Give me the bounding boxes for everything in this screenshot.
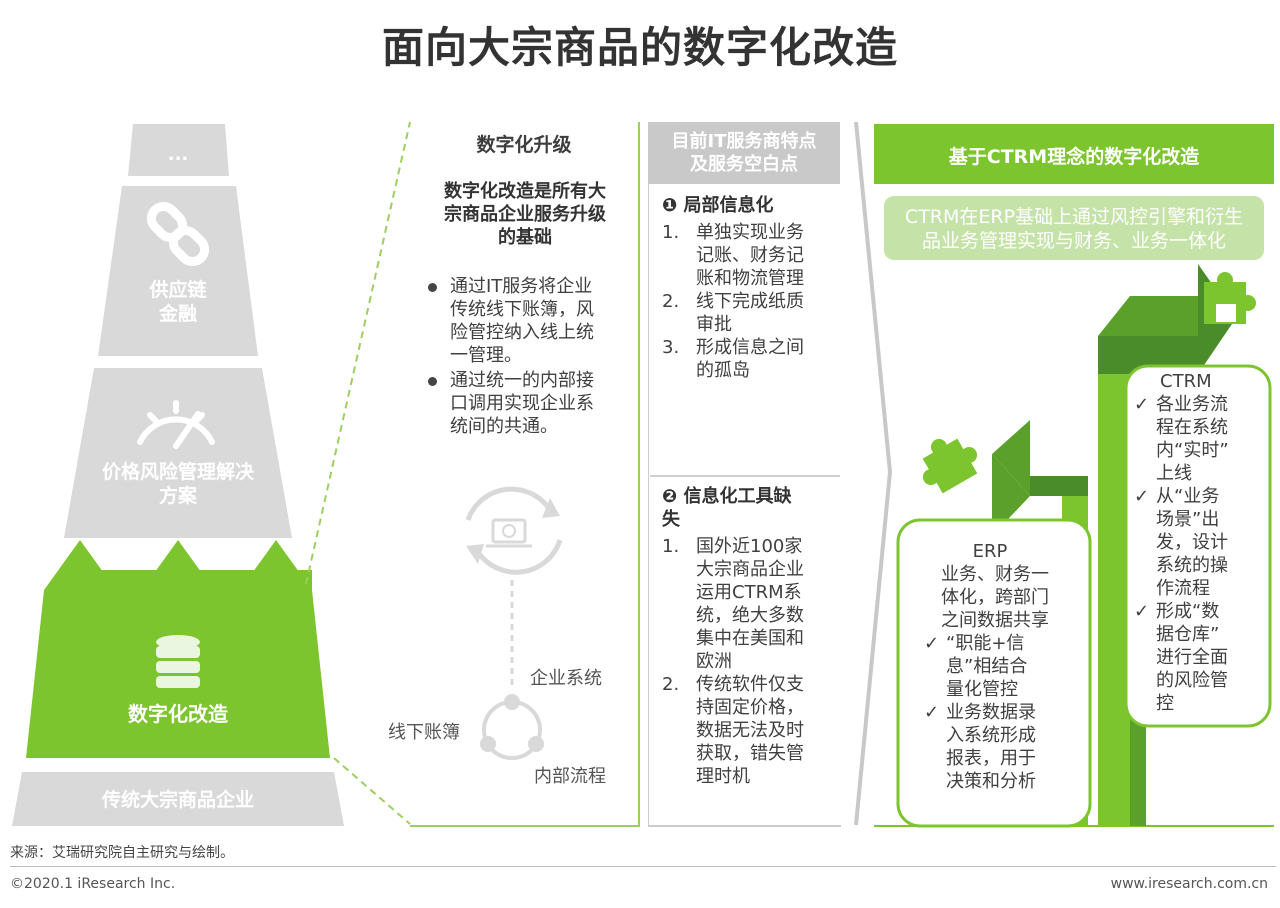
pyramid-digital-label: 数字化改造 <box>128 702 229 726</box>
erp-box <box>896 518 1092 828</box>
chevron-separator <box>854 122 893 826</box>
pyramid-price-label-2: 方案 <box>159 484 198 507</box>
cycle-diagram: 企业系统 线下账簿 内部流程 <box>388 486 606 787</box>
ctrm-graphic <box>896 264 1272 828</box>
cycle-label-internal: 内部流程 <box>534 766 606 787</box>
cycle-nodes-icon <box>480 694 544 760</box>
ctrm-banner: CTRM在ERP基础上通过风控引擎和衍生 品业务管理实现与财务、业务一体化 <box>904 206 1244 252</box>
it-section-2-title: ❷ 信息化工具缺 失 <box>662 486 792 530</box>
upgrade-header: 数字化升级 <box>476 134 572 156</box>
it-sec1-item-1: 1. 单独实现业务 记账、财务记 账和物流管理 <box>662 222 804 289</box>
upgrade-bullet-2: 通过统一的内部接 口调用实现企业系 统间的共通。 <box>424 369 634 438</box>
pyramid-base-block <box>12 772 344 826</box>
ctrm-check-2: ✓ 从“业务 场景”出 发，设计 系统的操 作流程 <box>1134 486 1228 599</box>
gauge-icon <box>137 400 215 449</box>
it-section-1: ❶ 局部信息化 1. 单独实现业务 记账、财务记 账和物流管理 2. 线下完成纸… <box>662 194 838 382</box>
footer-divider <box>10 866 1276 867</box>
pyramid-supply-label-1: 供应链 <box>148 278 206 301</box>
database-icon <box>156 635 200 688</box>
pyramid-top-label: ... <box>168 144 189 165</box>
pyramid-diagram: ... 供应链 金融 价格风险管理解决 方案 数字化改造 传统大宗商品企业 <box>12 121 411 826</box>
copyright: ©2020.1 iResearch Inc. <box>10 876 176 892</box>
cycle-label-offline: 线下账簿 <box>388 722 460 743</box>
it-sec2-item-1: 1. 国外近100家 大宗商品企业 运用CTRM系 统，绝大多数 集中在美国和 … <box>662 536 804 672</box>
pyramid-supply-chain-block <box>98 186 258 356</box>
ctrm-header: 基于CTRM理念的数字化改造 <box>948 146 1200 168</box>
it-sec1-item-2: 2. 线下完成纸质 审批 <box>662 291 804 335</box>
erp-check-1: ✓ “职能+信 息”相结合 量化管控 <box>924 633 1028 700</box>
it-service-panel <box>648 122 841 827</box>
upgrade-panel <box>410 122 640 827</box>
it-sec2-item-2: 2. 传统软件仅支 持固定价格， 数据无法及时 获取，错失管 理时机 <box>662 674 804 787</box>
ctrm-text: CTRM ✓ 各业务流 程在系统 内“实时” 上线 ✓ 从“业务 场景”出 发，… <box>1134 370 1268 715</box>
erp-check-2: ✓ 业务数据录 入系统形成 报表，用于 决策和分析 <box>924 702 1036 792</box>
puzzle-piece-icon-right <box>1204 272 1256 324</box>
page-title: 面向大宗商品的数字化改造 <box>381 23 898 72</box>
refresh-laptop-icon <box>465 486 563 575</box>
erp-desc: 业务、财务一 体化，跨部门 之间数据共享 <box>941 564 1049 631</box>
pyramid-supply-label-2: 金融 <box>158 302 197 325</box>
cycle-label-enterprise: 企业系统 <box>530 668 602 689</box>
ctrm-header-bg <box>874 124 1274 184</box>
source-note: 来源：艾瑞研究院自主研究与绘制。 <box>10 845 234 861</box>
it-service-header: 目前IT服务商特点 及服务空白点 <box>671 131 817 175</box>
upgrade-bullets: 通过IT服务将企业 传统线下账簿，风 险管控纳入线上统 一管理。 通过统一的内部… <box>424 275 634 440</box>
it-divider <box>650 475 840 477</box>
it-service-header-bg <box>648 122 840 184</box>
erp-text: ERP 业务、财务一 体化，跨部门 之间数据共享 ✓ “职能+信 息”相结合 量… <box>920 540 1070 793</box>
pyramid-base-label: 传统大宗商品企业 <box>101 788 254 811</box>
ctrm-banner-bg <box>884 196 1264 260</box>
it-section-2: ❷ 信息化工具缺 失 1. 国外近100家 大宗商品企业 运用CTRM系 统，绝… <box>662 485 838 788</box>
ctrm-box <box>1124 364 1272 728</box>
pyramid-price-risk-block <box>64 368 292 538</box>
chain-link-icon <box>146 201 210 267</box>
ctrm-check-1: ✓ 各业务流 程在系统 内“实时” 上线 <box>1134 394 1229 484</box>
upgrade-bullet-1: 通过IT服务将企业 传统线下账簿，风 险管控纳入线上统 一管理。 <box>424 275 634 367</box>
pyramid-top-block <box>128 124 229 176</box>
erp-title: ERP <box>972 541 1008 562</box>
it-sec1-item-3: 3. 形成信息之间 的孤岛 <box>662 337 804 381</box>
pyramid-price-label-1: 价格风险管理解决 <box>102 460 255 483</box>
site-link[interactable]: www.iresearch.com.cn <box>1110 876 1268 892</box>
upgrade-subtitle: 数字化改造是所有大 宗商品企业服务升级 的基础 <box>444 181 606 248</box>
it-section-1-title: ❶ 局部信息化 <box>662 195 774 216</box>
puzzle-piece-icon-left <box>922 438 978 494</box>
ctrm-title: CTRM <box>1160 371 1212 392</box>
ctrm-check-3: ✓ 形成“数 据仓库” 进行全面 的风险管 控 <box>1134 601 1228 714</box>
